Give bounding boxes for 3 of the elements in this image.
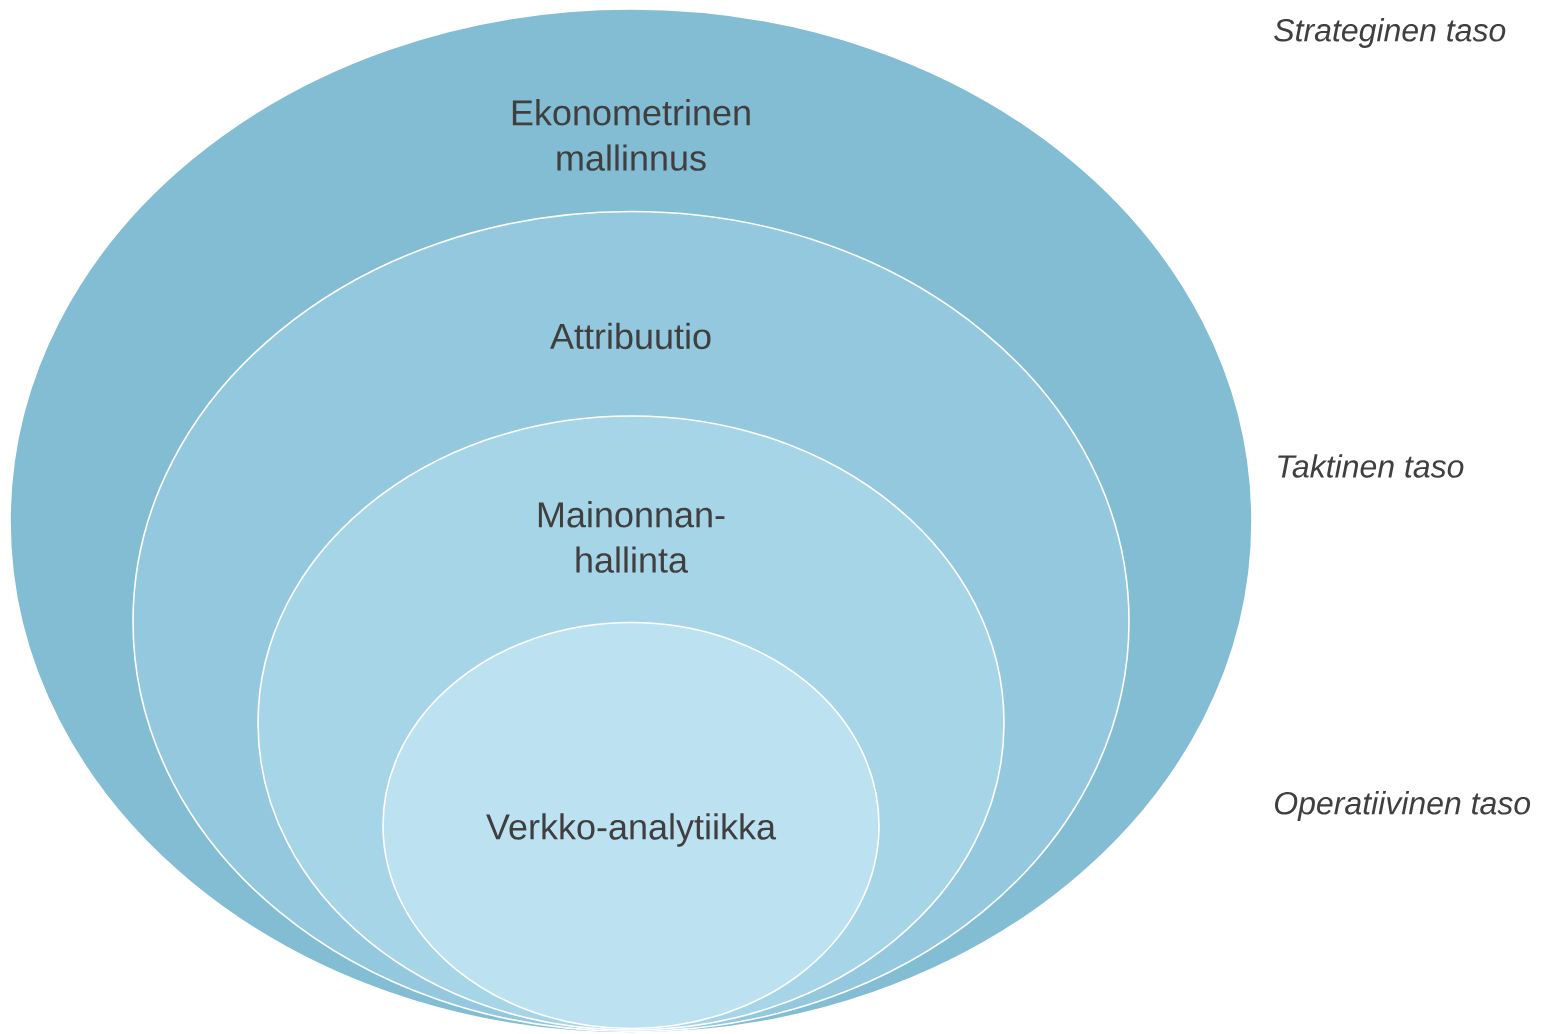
level-label: Operatiivinen taso (1275, 791, 1531, 821)
level-label: Taktinen taso (1278, 454, 1464, 478)
level-label: Strateginen taso (1274, 18, 1506, 48)
